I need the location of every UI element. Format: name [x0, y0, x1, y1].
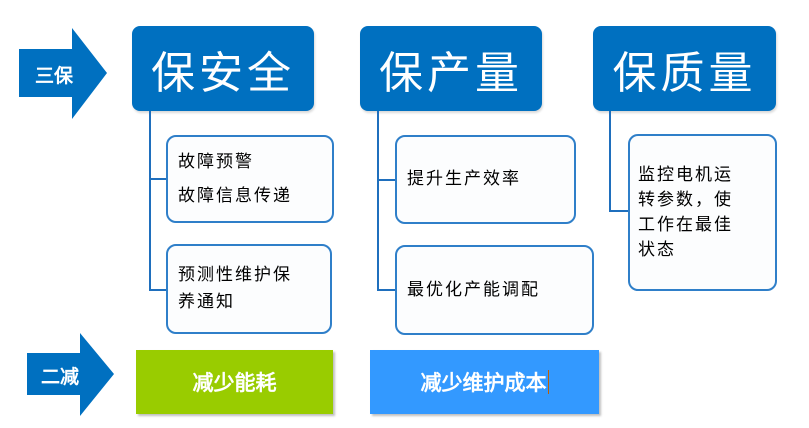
item-text: 故障预警 [178, 151, 254, 172]
item-text: 故障信息传递 [178, 185, 292, 206]
safety-item-fault-warning: 故障预警 故障信息传递 [166, 135, 334, 223]
sanbao-arrow: 三保 [19, 28, 107, 119]
connector-line [149, 111, 151, 291]
item-text: 监控电机运 [638, 164, 733, 185]
item-text: 预测性维护保 [178, 265, 292, 285]
connector-line [609, 111, 611, 212]
sanbao-label: 三保 [35, 65, 74, 87]
item-text: 最优化产能调配 [407, 279, 540, 300]
quality-item-monitoring: 监控电机运 转参数，使 工作在最佳 状态 [628, 134, 777, 291]
reduce-energy-box: 减少能耗 [136, 350, 333, 414]
output-item-capacity: 最优化产能调配 [395, 245, 594, 335]
right-arrow-icon [27, 333, 114, 416]
erjian-arrow: 二减 [27, 333, 114, 416]
output-header: 保产量 [360, 26, 542, 111]
text-cursor [547, 370, 549, 394]
quality-header: 保质量 [593, 26, 776, 111]
item-text: 转参数，使 [638, 189, 733, 210]
erjian-label: 二减 [41, 366, 80, 388]
connector-line [149, 178, 167, 180]
item-text: 养通知 [178, 292, 235, 312]
reduce-maintenance-cost-label: 减少维护成本 [420, 371, 547, 395]
connector-line [377, 289, 396, 291]
connector-line [377, 179, 396, 181]
right-arrow-icon [19, 28, 107, 119]
connector-line [609, 210, 629, 212]
item-text: 状态 [638, 239, 676, 260]
reduce-energy-label: 减少能耗 [192, 371, 277, 395]
connector-line [149, 289, 167, 291]
item-text: 工作在最佳 [638, 214, 733, 235]
reduce-maintenance-cost-box: 减少维护成本 [370, 350, 599, 414]
item-text: 提升生产效率 [407, 169, 521, 189]
safety-item-predictive-maintenance: 预测性维护保 养通知 [166, 244, 332, 334]
connector-line [377, 111, 379, 291]
output-item-efficiency: 提升生产效率 [395, 135, 576, 224]
safety-header: 保安全 [132, 26, 314, 111]
